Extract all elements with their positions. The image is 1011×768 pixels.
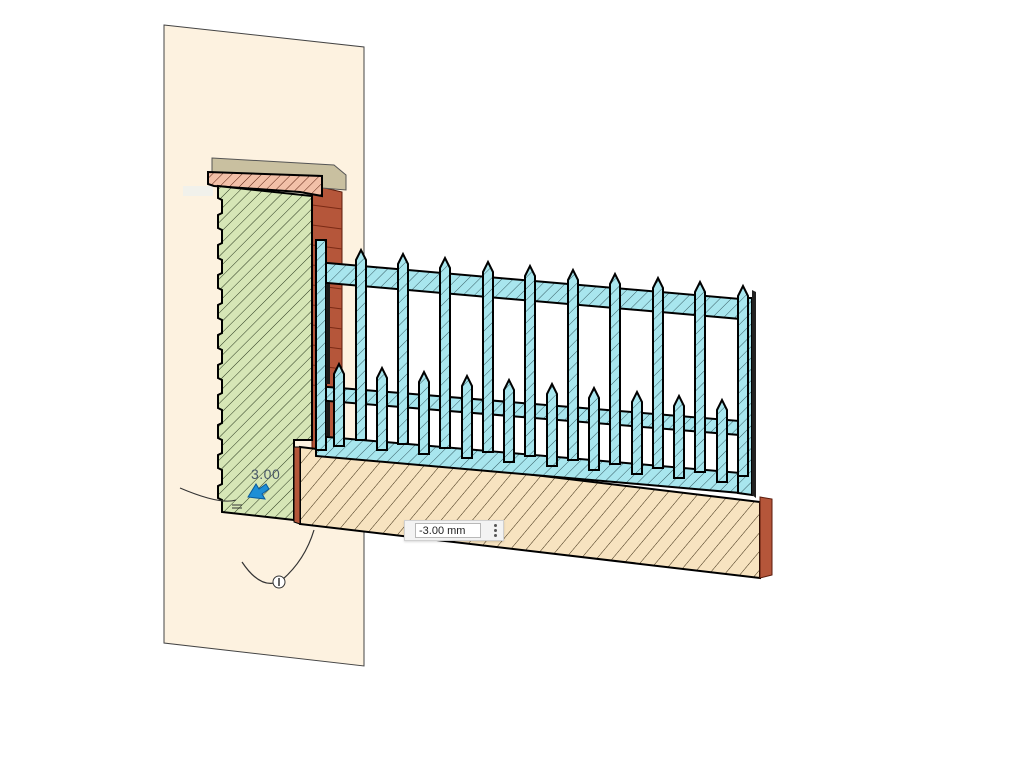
arrow-icon[interactable] <box>247 483 270 500</box>
dimension-label: 3.00 <box>251 466 281 482</box>
pillar-cap-section <box>207 170 323 198</box>
offset-value-box <box>404 520 504 541</box>
pivot-handle-icon[interactable] <box>272 575 286 589</box>
offset-value-input[interactable] <box>415 523 481 538</box>
kebab-menu-icon[interactable] <box>491 523 499 538</box>
rotation-arc <box>179 487 237 502</box>
fence-short-pickets <box>333 361 728 483</box>
pillar-section <box>217 184 313 522</box>
base-wall-brick-end <box>759 496 773 579</box>
fence-tall-pickets <box>355 247 749 477</box>
